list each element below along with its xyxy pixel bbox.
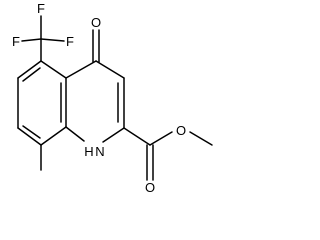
bond-cf3-f-right xyxy=(40,38,65,42)
bond-c4a-c4 xyxy=(65,60,97,79)
atom-f-top: F xyxy=(37,1,45,16)
atom-f-left: F xyxy=(12,34,20,49)
bond-c2-cester xyxy=(123,127,151,146)
bond-cester-o-eth xyxy=(149,131,173,146)
bonds xyxy=(17,15,213,181)
bond-c4-c3 xyxy=(95,60,125,79)
bond-n1-c8a xyxy=(65,126,85,142)
bond-c8-c7-inner xyxy=(22,125,41,139)
bond-c8a-c8 xyxy=(40,126,67,146)
atom-labels: F F F O N H O O xyxy=(12,1,186,195)
bond-c2-n1 xyxy=(102,127,125,143)
bond-c8-c7 xyxy=(17,127,42,146)
atom-o-ketone: O xyxy=(91,15,101,30)
bond-o-methyl xyxy=(189,131,213,146)
bond-c6-c5 xyxy=(17,60,42,79)
bond-cf3-f-left xyxy=(21,38,42,42)
atom-h-ring: H xyxy=(84,144,93,159)
atom-n-ring: N xyxy=(95,144,104,159)
atom-o-ether: O xyxy=(176,123,186,138)
atom-f-right: F xyxy=(66,34,74,49)
bond-c6-c5-inner xyxy=(22,67,41,82)
atom-o-carbonyl: O xyxy=(145,180,155,195)
bond-c5-c4a xyxy=(40,60,67,79)
molecule-structure: F F F O N H O O xyxy=(12,1,213,195)
